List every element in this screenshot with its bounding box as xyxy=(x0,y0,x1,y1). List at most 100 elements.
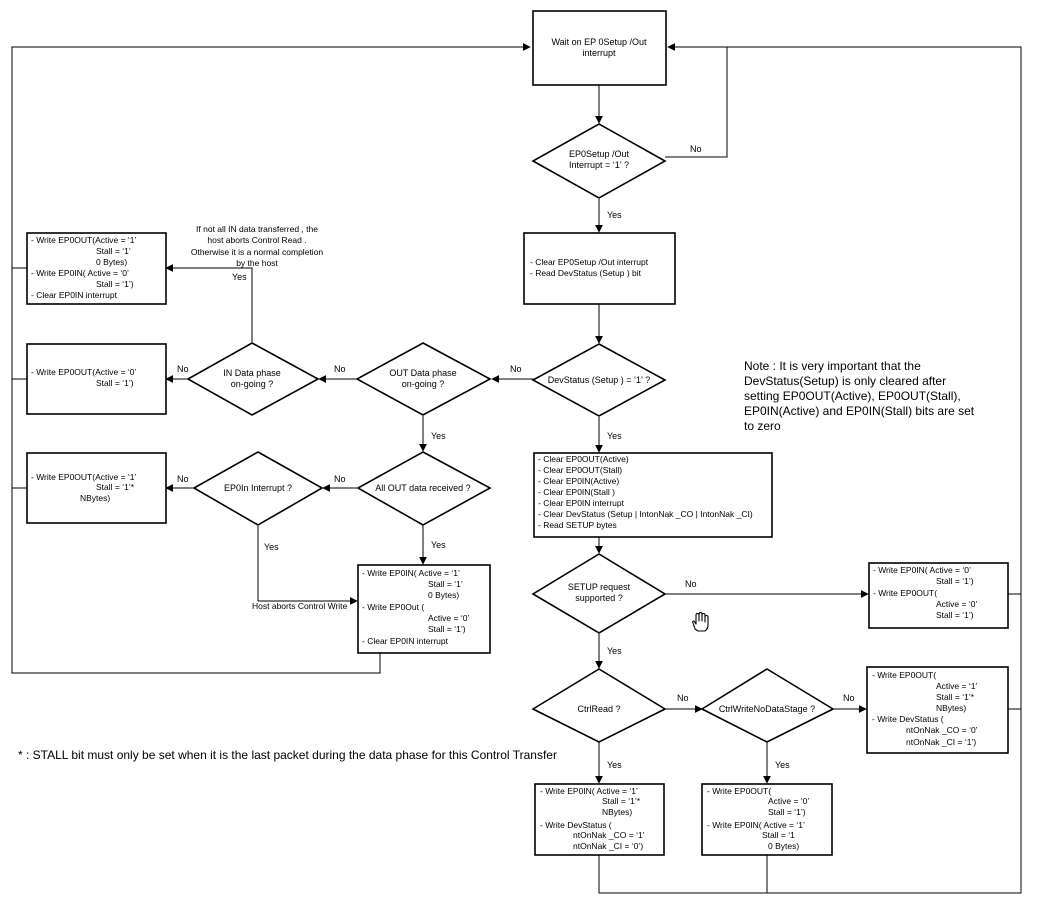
node-text-line: 0 Bytes) xyxy=(96,257,127,267)
edge-label-no: No xyxy=(677,693,689,703)
decision-text: SETUP request xyxy=(568,582,631,592)
note-line: setting EP0OUT(Active), EP0OUT(Stall), xyxy=(744,389,961,403)
decision-text: EP0In Interrupt ? xyxy=(224,483,292,493)
edge-label-yes: Yes xyxy=(431,431,446,441)
node-text-line: - Write DevStatus ( xyxy=(540,820,612,830)
node-in-normal: - Write EP0OUT(Active = ‘0’ Stall = ‘1’) xyxy=(26,343,167,415)
decision-text: on-going ? xyxy=(231,379,274,389)
decision-ctrlread: CtrlRead ? xyxy=(531,668,667,743)
node-text-line: Stall = ‘1’ xyxy=(428,579,463,589)
node-text-line: Stall = ‘1’* xyxy=(936,692,975,702)
note-line: Note : It is very important that the xyxy=(744,359,921,373)
node-text-line: Active = ‘0’ xyxy=(936,599,977,609)
annotation-line: host aborts Control Read . xyxy=(207,235,306,245)
node-nodata: - Write EP0OUT( Active = ‘1’ Stall = ‘1’… xyxy=(866,666,1009,754)
decision-text: on-going ? xyxy=(402,379,445,389)
node-text-line: Stall = ‘1’ xyxy=(96,246,131,256)
node-text-line: Active = ‘0’ xyxy=(768,796,809,806)
edge-label-no: No xyxy=(177,474,189,484)
node-text-line: Stall = ‘1’* xyxy=(96,482,135,492)
node-text-line: - Clear EP0IN(Active) xyxy=(538,476,619,486)
decision-ctrlwrite-nodata: CtrlWriteNoDataStage ? xyxy=(700,668,835,743)
node-wait-line: Wait on EP 0Setup /Out xyxy=(551,37,647,47)
node-text-line: - Clear EP0IN interrupt xyxy=(362,636,449,646)
node-ctrlread-yes: - Write EP0IN( Active = ‘1’ Stall = ‘1’*… xyxy=(534,783,665,856)
edge-label-yes: Yes xyxy=(607,210,622,220)
decision-setup-request: SETUP request supported ? xyxy=(531,553,667,634)
node-text-line: - Write EP0IN( Active = ‘1’ xyxy=(707,820,805,830)
node-text-line: - Clear EP0IN(Stall ) xyxy=(538,487,615,497)
node-text-line: - Write EP0Out ( xyxy=(362,602,424,612)
node-text-line: Stall = ‘1’) xyxy=(936,576,974,586)
node-text-line: - Clear EP0IN interrupt xyxy=(31,290,118,300)
node-text-line: - Clear EP0OUT(Active) xyxy=(538,454,629,464)
edge-label-no: No xyxy=(690,144,702,154)
edge-label-no: No xyxy=(843,693,855,703)
node-text-line: Stall = ‘1’) xyxy=(428,624,466,634)
node-text-line: - Clear EP0Setup /Out interrupt xyxy=(530,257,649,267)
node-text-line: - Write EP0OUT(Active = ‘1’ xyxy=(31,472,137,482)
decision-in-phase: IN Data phase on-going ? xyxy=(186,342,320,416)
important-note: Note : It is very important that the Dev… xyxy=(744,359,975,433)
decision-out-phase: OUT Data phase on-going ? xyxy=(355,342,492,416)
node-text-line: Active = ‘1’ xyxy=(936,681,977,691)
in-annotation: If not all IN data transferred , the hos… xyxy=(191,224,324,268)
stall-footnote: * : STALL bit must only be set when it i… xyxy=(18,748,557,762)
edge-label-no: No xyxy=(685,579,697,589)
node-text-line: - Write EP0OUT(Active = ‘1’ xyxy=(31,235,137,245)
edge-label-yes: Yes xyxy=(607,431,622,441)
edge-label-host-aborts-write: Host aborts Control Write xyxy=(252,601,348,611)
decision-devstatus: DevStatus (Setup ) = ‘1’ ? xyxy=(531,343,667,417)
node-text-line: - Clear EP0OUT(Stall) xyxy=(538,465,622,475)
node-text-line: - Write EP0IN( Active = ‘0’ xyxy=(873,565,971,575)
note-line: EP0IN(Active) and EP0IN(Stall) bits are … xyxy=(744,404,975,418)
node-in-abort: - Write EP0OUT(Active = ‘1’ Stall = ‘1’ … xyxy=(26,232,167,305)
node-out-more: - Write EP0OUT(Active = ‘1’ Stall = ‘1’*… xyxy=(26,452,167,524)
decision-text: CtrlRead ? xyxy=(577,704,620,714)
node-wait-line: interrupt xyxy=(582,48,616,58)
node-text-line: - Write EP0OUT( xyxy=(873,588,937,598)
decision-text: OUT Data phase xyxy=(389,368,456,378)
node-text-line: Stall = ‘1’) xyxy=(936,610,974,620)
node-text-line: Stall = ‘1’) xyxy=(768,807,806,817)
annotation-line: Otherwise it is a normal completion xyxy=(191,247,324,257)
node-clear-all: - Clear EP0OUT(Active) - Clear EP0OUT(St… xyxy=(533,452,773,538)
node-text-line: - Write EP0OUT( xyxy=(872,670,936,680)
node-text-line: - Write EP0IN( Active = ‘1’ xyxy=(540,786,638,796)
note-line: to zero xyxy=(744,419,781,433)
edge-label-no: No xyxy=(334,474,346,484)
decision-text: supported ? xyxy=(575,593,623,603)
node-text-line: Stall = ‘1 xyxy=(762,830,795,840)
edge-label-yes: Yes xyxy=(264,542,279,552)
node-text-line: ntOnNak _CO = ‘0’ xyxy=(906,725,978,735)
node-text-line: Stall = ‘1’* xyxy=(602,796,641,806)
edge-label-yes: Yes xyxy=(775,760,790,770)
edge-label-yes: Yes xyxy=(431,540,446,550)
node-text-line: ntOnNak _CI = ‘0’) xyxy=(573,841,643,851)
node-text-line: - Read DevStatus (Setup ) bit xyxy=(530,268,642,278)
node-text-line: Active = ‘0’ xyxy=(428,613,469,623)
decision-text: All OUT data received ? xyxy=(375,483,470,493)
node-text-line: ntOnNak _CI = ‘1’) xyxy=(906,737,976,747)
node-text-line: ntOnNak _CO = ‘1’ xyxy=(573,830,645,840)
decision-text: EP0Setup /Out xyxy=(569,149,630,159)
node-text-line: - Write DevStatus ( xyxy=(872,714,944,724)
edge-labels: No Yes No Yes No No Yes Yes No No Yes Ye… xyxy=(177,144,855,770)
node-wait: Wait on EP 0Setup /Out interrupt xyxy=(532,10,667,86)
node-out-done: - Write EP0IN( Active = ‘1’ Stall = ‘1’ … xyxy=(357,564,491,654)
node-text-line: 0 Bytes) xyxy=(768,841,799,851)
node-text-line: - Read SETUP bytes xyxy=(538,520,617,530)
hand-cursor-icon xyxy=(692,611,709,632)
decision-text: Interrupt = ‘1’ ? xyxy=(569,160,629,170)
node-unsupported: - Write EP0IN( Active = ‘0’ Stall = ‘1’)… xyxy=(868,562,1009,629)
decision-ep0-setup: EP0Setup /Out Interrupt = ‘1’ ? xyxy=(531,123,667,199)
edge-label-no: No xyxy=(510,364,522,374)
decision-ep0in-interrupt: EP0In Interrupt ? xyxy=(192,451,324,526)
node-text-line: - Clear DevStatus (Setup | IntonNak _CO … xyxy=(538,509,753,519)
node-text-line: Stall = ‘1’) xyxy=(96,279,134,289)
node-text-line: - Write EP0IN( Active = ‘1’ xyxy=(362,568,460,578)
edge-label-yes: Yes xyxy=(607,646,622,656)
node-text-line: NBytes) xyxy=(602,807,632,817)
connectors xyxy=(11,43,1022,894)
